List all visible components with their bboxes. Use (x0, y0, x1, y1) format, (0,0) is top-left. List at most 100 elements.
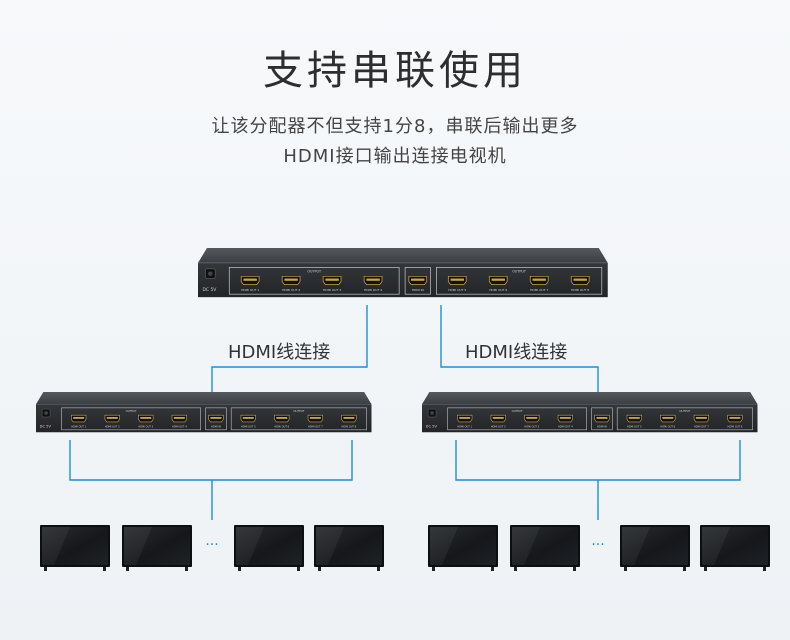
tv-foot (103, 567, 106, 571)
tv-foot (514, 567, 517, 571)
port-label: HDMI OUT 7 (530, 288, 548, 292)
hdmi-out-port: HDMI OUT 5 (626, 414, 642, 428)
hdmi-out-port: HDMI OUT 6 (488, 275, 508, 292)
splitter-right: DC 5V OUTPUT HDMI OUT 1 HDMI OUT 2 HDMI OUT … (422, 392, 758, 433)
tv (40, 525, 110, 571)
hdmi-in-port: HDMI IN (408, 275, 428, 292)
tv-foot (763, 567, 766, 571)
tv-screen (124, 527, 190, 565)
port-label: HDMI OUT 7 (308, 425, 323, 428)
tv (510, 525, 580, 571)
port-label: HDMI OUT 6 (274, 425, 289, 428)
tv-screen (316, 527, 382, 565)
hdmi-out-port: HDMI OUT 5 (447, 275, 467, 292)
hdmi-out-port: HDMI OUT 5 (240, 414, 256, 428)
tv-screen (430, 527, 496, 565)
port-label: HDMI OUT 5 (448, 288, 466, 292)
tv-screen (236, 527, 302, 565)
device-top-face (36, 392, 372, 405)
hdmi-out-port: HDMI OUT 8 (570, 275, 590, 292)
tv-screen (42, 527, 108, 565)
hdmi-in-port: HDMI IN (208, 414, 224, 428)
tv (700, 525, 770, 571)
tv-foot (44, 567, 47, 571)
port-label: HDMI IN (211, 425, 221, 428)
hdmi-in-port: HDMI IN (594, 414, 610, 428)
port-label: HDMI OUT 1 (71, 425, 86, 428)
subtitle-line-2: HDMI接口输出连接电视机 (283, 146, 507, 167)
port-group-frame (616, 407, 753, 431)
port-label: HDMI OUT 3 (138, 425, 153, 428)
port-label: HDMI OUT 1 (241, 288, 259, 292)
port-label: HDMI IN (597, 425, 607, 428)
tv-screen (512, 527, 578, 565)
connector-left-outputs (69, 440, 353, 481)
hdmi-out-port: HDMI OUT 6 (660, 414, 676, 428)
port-label: HDMI OUT 8 (728, 425, 743, 428)
tv (122, 525, 192, 571)
dc-label: DC 5V (426, 424, 438, 428)
port-label: HDMI IN (412, 288, 424, 292)
port-label: HDMI OUT 2 (282, 288, 300, 292)
output-group-label: OUTPUT (307, 270, 322, 274)
port-group-frame (230, 407, 367, 431)
port-label: HDMI OUT 2 (491, 425, 506, 428)
port-label: HDMI OUT 4 (364, 288, 382, 292)
port-group-frame (404, 266, 431, 295)
tv-ellipsis-right: ··· (591, 537, 604, 553)
connection-label-right: HDMI线连接 (465, 342, 568, 363)
tv-screen (702, 527, 768, 565)
dc-label: DC 5V (40, 424, 52, 428)
port-group-frame (61, 407, 202, 431)
tv (620, 525, 690, 571)
port-group-frame (228, 266, 400, 295)
port-group-frame (591, 407, 613, 431)
tv-foot (377, 567, 380, 571)
hdmi-out-port: HDMI OUT 3 (138, 414, 154, 428)
hdmi-out-port: HDMI OUT 1 (457, 414, 473, 428)
port-label: HDMI OUT 7 (694, 425, 709, 428)
hdmi-out-port: HDMI OUT 3 (524, 414, 540, 428)
tv-foot (318, 567, 321, 571)
output-group-label: OUTPUT (512, 270, 527, 274)
port-label: HDMI OUT 5 (627, 425, 642, 428)
splitter-left: DC 5V OUTPUT HDMI OUT 1 HDMI OUT 2 HDMI OUT … (36, 392, 372, 433)
hdmi-out-port: HDMI OUT 1 (240, 275, 260, 292)
hdmi-out-port: HDMI OUT 4 (171, 414, 187, 428)
port-group-frame (436, 266, 603, 295)
connector-right-outputs (455, 440, 741, 481)
tv-foot (185, 567, 188, 571)
port-group-frame (205, 407, 227, 431)
output-group-label: OUTPUT (293, 409, 304, 413)
tv-foot (491, 567, 494, 571)
tv-foot (238, 567, 241, 571)
hdmi-out-port: HDMI OUT 4 (557, 414, 573, 428)
port-label: HDMI OUT 4 (172, 425, 187, 428)
output-group-label: OUTPUT (512, 409, 523, 413)
output-group-label: OUTPUT (679, 409, 690, 413)
port-label: HDMI OUT 8 (342, 425, 357, 428)
hdmi-out-port: HDMI OUT 7 (693, 414, 709, 428)
port-label: HDMI OUT 1 (457, 425, 472, 428)
tv (428, 525, 498, 571)
hdmi-out-port: HDMI OUT 1 (71, 414, 87, 428)
connector-lines (69, 305, 741, 520)
tv (234, 525, 304, 571)
connection-label-left: HDMI线连接 (228, 342, 331, 363)
port-label: HDMI OUT 4 (558, 425, 573, 428)
hdmi-out-port: HDMI OUT 7 (529, 275, 549, 292)
subtitle-line-1: 让该分配器不但支持1分8，串联后输出更多 (211, 116, 579, 137)
device-top-face (422, 392, 758, 405)
port-label: HDMI OUT 2 (105, 425, 120, 428)
port-label: HDMI OUT 3 (524, 425, 539, 428)
hdmi-out-port: HDMI OUT 8 (341, 414, 357, 428)
output-group-label: OUTPUT (126, 409, 137, 413)
tv-screen (622, 527, 688, 565)
tv-foot (704, 567, 707, 571)
tv (314, 525, 384, 571)
page-title: 支持串联使用 (263, 48, 527, 94)
hdmi-out-port: HDMI OUT 2 (104, 414, 120, 428)
hdmi-out-port: HDMI OUT 2 (281, 275, 301, 292)
